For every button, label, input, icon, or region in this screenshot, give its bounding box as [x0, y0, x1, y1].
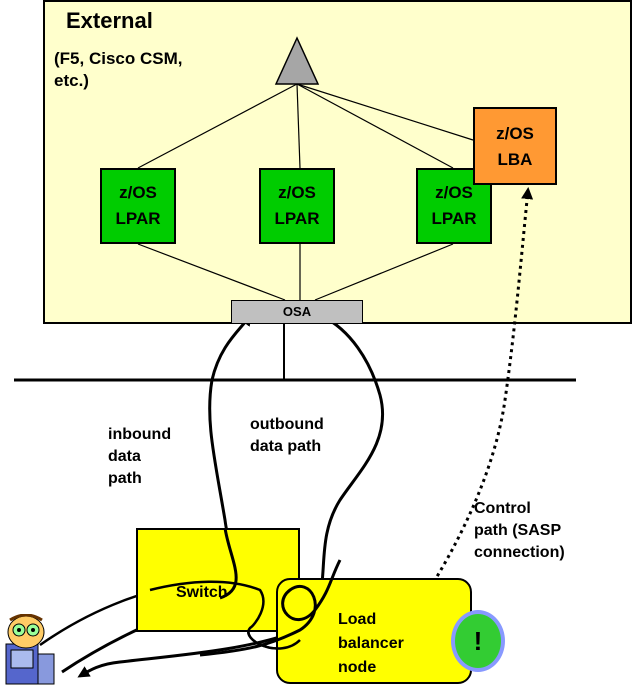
lb-line-3: node — [338, 659, 377, 676]
control-line-3: connection) — [474, 544, 565, 561]
inbound-line-1: inbound — [108, 426, 172, 443]
lba-line-1: z/OS — [496, 124, 534, 143]
outbound-line-2: data path — [250, 438, 322, 455]
external-subtitle: (F5, Cisco CSM, etc.) — [54, 48, 182, 92]
lba-line-2: LBA — [497, 150, 533, 169]
osa-adapter: OSA — [231, 300, 363, 324]
external-title: External — [66, 8, 153, 33]
outbound-path-label: outbound data path — [250, 414, 324, 458]
user-at-computer-icon — [5, 614, 55, 685]
control-line-2: path (SASP — [474, 522, 562, 539]
inbound-line-2: data — [108, 448, 141, 465]
lpar-1-line-2: LPAR — [115, 209, 161, 228]
inbound-line-3: path — [108, 470, 142, 487]
lb-line-1: Load — [338, 611, 377, 628]
control-path-label: Control path (SASP connection) — [474, 498, 565, 564]
inbound-path-label: inbound data path — [108, 424, 171, 490]
switch-label: Switch — [176, 584, 228, 601]
lpar-1-line-1: z/OS — [119, 183, 157, 202]
lb-line-2: balancer — [338, 635, 404, 652]
lpar-box-1: z/OS LPAR — [100, 168, 176, 244]
outbound-line-1: outbound — [250, 416, 324, 433]
lpar-2-line-2: LPAR — [274, 209, 320, 228]
load-balancer-label: Load balancer node — [338, 608, 404, 680]
control-line-1: Control — [474, 500, 531, 517]
exclamation-badge-icon: ! — [451, 610, 505, 672]
external-subtitle-line-1: (F5, Cisco CSM, — [54, 49, 183, 68]
lpar-3-line-2: LPAR — [431, 209, 477, 228]
lpar-3-line-1: z/OS — [435, 183, 473, 202]
external-subtitle-line-2: etc.) — [54, 71, 89, 90]
lpar-2-line-1: z/OS — [278, 183, 316, 202]
lpar-box-2: z/OS LPAR — [259, 168, 335, 244]
lba-box: z/OS LBA — [473, 107, 557, 185]
